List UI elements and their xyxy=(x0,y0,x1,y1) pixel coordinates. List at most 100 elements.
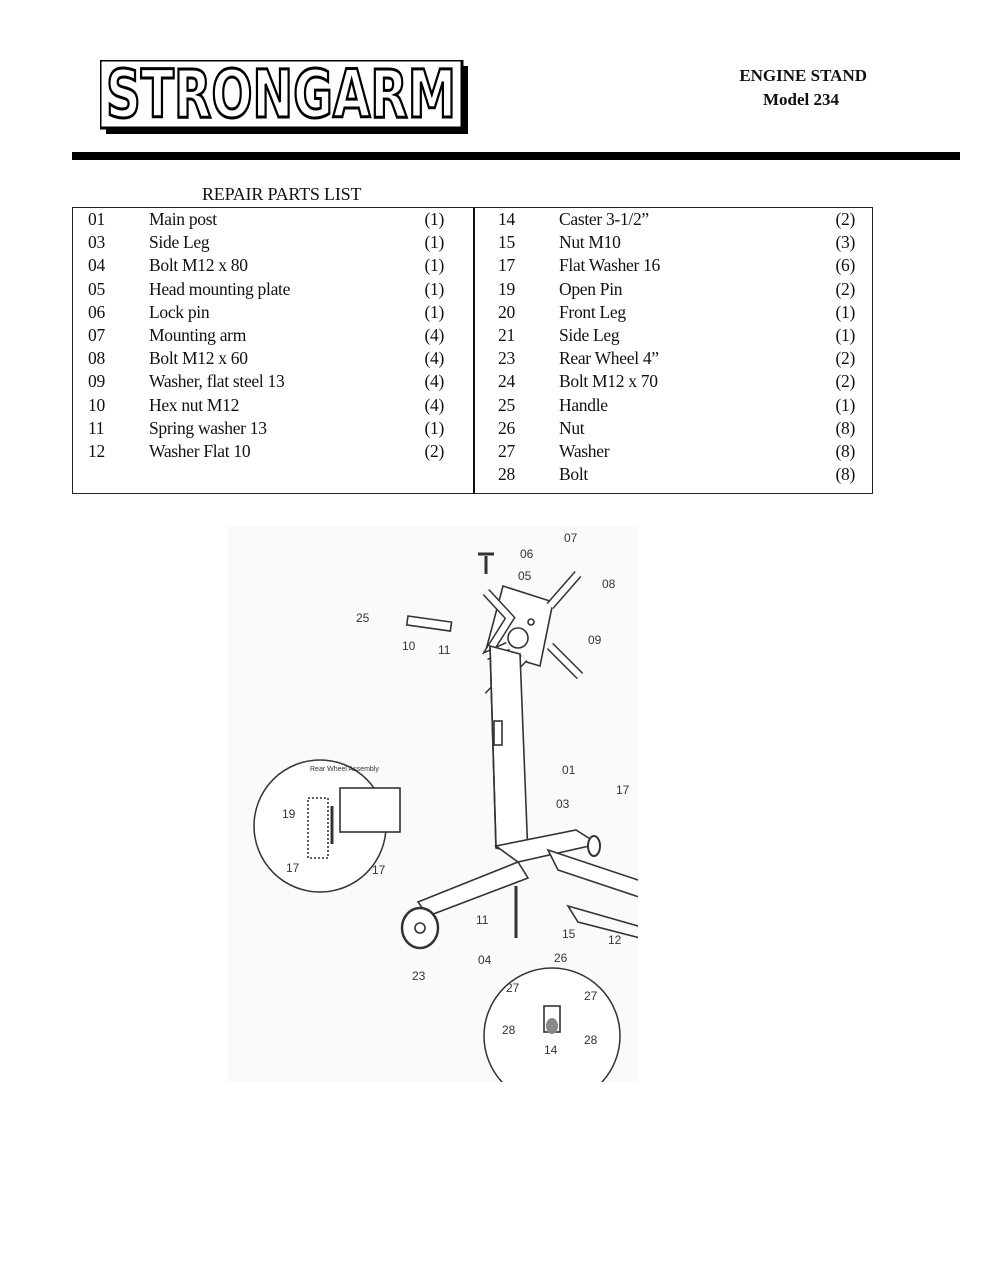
part-quantity: (1) xyxy=(424,232,444,253)
part-quantity: (4) xyxy=(424,324,444,345)
base-frame xyxy=(416,829,638,939)
parts-list-heading: REPAIR PARTS LIST xyxy=(202,184,362,204)
part-number: 09 xyxy=(88,371,105,392)
callout-11b: 11 xyxy=(476,913,489,927)
part-number: 12 xyxy=(88,440,105,461)
part-quantity: (6) xyxy=(835,255,855,276)
part-number: 27 xyxy=(498,440,515,461)
callout-11: 11 xyxy=(438,643,451,657)
document-title: ENGINE STAND Model 234 xyxy=(647,64,867,112)
part-description: Hex nut M12 xyxy=(149,394,240,415)
callout-23: 23 xyxy=(412,969,426,983)
part-number: 03 xyxy=(88,232,105,253)
part-description: Lock pin xyxy=(149,301,210,322)
exploded-diagram: Rear Wheel Assembly 06 07 05 08 25 09 10… xyxy=(228,526,638,1082)
part-quantity: (4) xyxy=(424,348,444,369)
callout-08: 08 xyxy=(602,577,616,591)
part-row: 12 Washer Flat 10 (2) xyxy=(73,440,472,463)
callout-09: 09 xyxy=(588,633,602,647)
part-number: 17 xyxy=(498,255,515,276)
inset-title: Rear Wheel Assembly xyxy=(310,766,379,773)
part-callouts: 06 07 05 08 25 09 10 11 01 17 19 03 20 2… xyxy=(282,531,630,1057)
part-number: 11 xyxy=(88,417,105,438)
part-row: 07 Mounting arm (4) xyxy=(73,324,472,347)
inset-callout-17: 17 xyxy=(286,861,300,875)
part-quantity: (2) xyxy=(835,348,855,369)
part-description: Bolt M12 x 60 xyxy=(149,348,248,369)
lock-pin xyxy=(478,552,494,574)
callout-12: 12 xyxy=(608,933,622,947)
part-quantity: (1) xyxy=(424,255,444,276)
part-quantity: (2) xyxy=(424,440,444,461)
callout-25: 25 xyxy=(356,611,370,625)
callout-28: 28 xyxy=(502,1023,516,1037)
part-number: 01 xyxy=(88,209,105,229)
part-description: Flat Washer 16 xyxy=(559,255,660,276)
part-quantity: (2) xyxy=(835,278,855,299)
part-description: Mounting arm xyxy=(149,324,247,345)
part-description: Side Leg xyxy=(149,232,210,253)
part-quantity: (4) xyxy=(424,394,444,415)
part-number: 26 xyxy=(498,417,515,438)
strongarm-logo: STRONGARM xyxy=(100,60,472,138)
callout-05: 05 xyxy=(518,569,532,583)
product-name: ENGINE STAND xyxy=(739,66,867,85)
part-description: Handle xyxy=(559,394,608,415)
callout-27b: 27 xyxy=(584,989,598,1003)
callout-01: 01 xyxy=(562,763,576,777)
part-number: 24 xyxy=(498,371,515,392)
logo-text: STRONGARM xyxy=(106,60,456,133)
part-number: 14 xyxy=(498,209,515,229)
part-row: 08 Bolt M12 x 60 (4) xyxy=(73,347,472,370)
part-quantity: (1) xyxy=(835,324,855,345)
header-rule xyxy=(72,152,960,160)
part-description: Caster 3-1/2” xyxy=(559,209,649,229)
part-description: Open Pin xyxy=(559,278,623,299)
part-row: 17 Flat Washer 16 (6) xyxy=(473,254,872,277)
callout-28b: 28 xyxy=(584,1033,598,1047)
inset-callout-19: 19 xyxy=(282,807,296,821)
part-description: Washer Flat 10 xyxy=(149,440,251,461)
part-number: 23 xyxy=(498,348,515,369)
part-number: 28 xyxy=(498,464,515,485)
caster-assembly-inset xyxy=(483,967,621,1082)
part-description: Nut M10 xyxy=(559,232,621,253)
callout-06: 06 xyxy=(520,547,534,561)
part-number: 05 xyxy=(88,278,105,299)
callout-27: 27 xyxy=(506,981,520,995)
part-number: 08 xyxy=(88,348,105,369)
callout-17: 17 xyxy=(616,783,630,797)
part-description: Spring washer 13 xyxy=(149,417,267,438)
caster-wheels xyxy=(587,835,601,857)
part-description: Main post xyxy=(149,209,217,229)
part-quantity: (1) xyxy=(424,209,444,229)
callout-03: 03 xyxy=(556,797,570,811)
part-description: Side Leg xyxy=(559,324,620,345)
part-number: 25 xyxy=(498,394,515,415)
callout-26: 26 xyxy=(554,951,568,965)
part-quantity: (8) xyxy=(835,440,855,461)
part-description: Nut xyxy=(559,417,585,438)
column-divider xyxy=(473,208,475,493)
part-quantity: (4) xyxy=(424,371,444,392)
part-quantity: (2) xyxy=(835,371,855,392)
part-number: 21 xyxy=(498,324,515,345)
part-number: 07 xyxy=(88,324,105,345)
callout-10: 10 xyxy=(402,639,416,653)
handle xyxy=(405,615,453,632)
part-description: Bolt xyxy=(559,464,588,485)
callout-07: 07 xyxy=(564,531,578,545)
